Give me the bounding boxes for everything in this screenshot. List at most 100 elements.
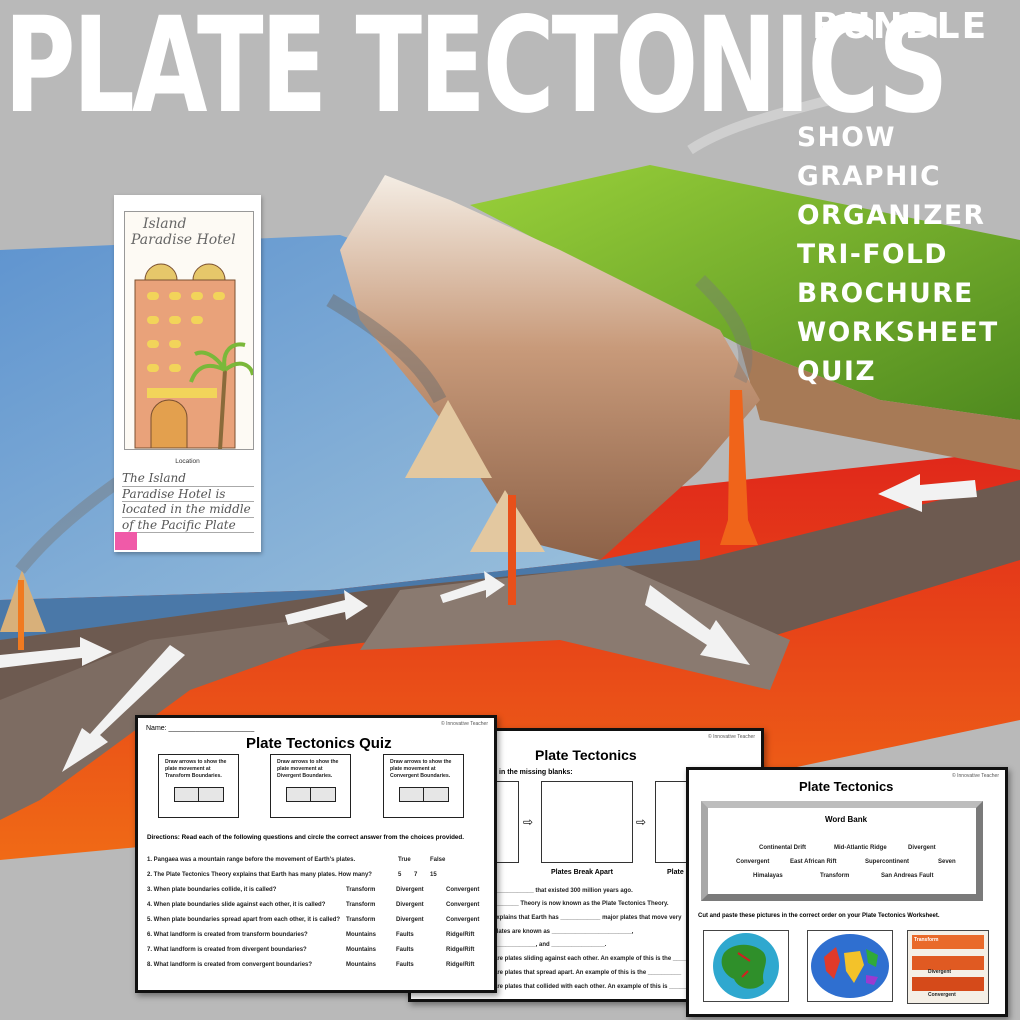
answer-option: Convergent — [446, 917, 480, 923]
word-bank-term: Convergent — [736, 859, 770, 865]
location-label: Location — [175, 458, 200, 465]
answer-option: Mountains — [346, 947, 376, 953]
layer-band — [912, 956, 984, 970]
answer-option: Faults — [396, 947, 414, 953]
layers-picture: Transform Divergent Convergent — [907, 930, 989, 1004]
word-bank-term: Transform — [820, 873, 850, 879]
handwritten-line: The Island — [122, 471, 254, 487]
answer-option: Ridge/Rift — [446, 947, 475, 953]
answer-option: Faults — [396, 962, 414, 968]
word-bank-term: San Andreas Fault — [881, 873, 934, 879]
quiz-question: 7. What landform is created from diverge… — [147, 947, 307, 953]
answer-option: Transform — [346, 887, 376, 893]
fill-line: _________________ that existed 300 milli… — [477, 888, 633, 894]
layer-label: Divergent — [928, 969, 952, 975]
answer-option: Ridge/Rift — [446, 932, 475, 938]
answer-option: False — [430, 857, 446, 863]
arrow-icon: ⇨ — [523, 815, 534, 829]
divergent-drawing-box: Draw arrows to show the plate movement a… — [270, 754, 351, 818]
box-directions: Draw arrows to show the plate movement a… — [390, 759, 452, 779]
fill-line: _ ___________ Theory is now known as the… — [477, 901, 669, 907]
fill-line: s are plates that spread apart. An examp… — [489, 970, 682, 976]
answer-option: Faults — [396, 932, 414, 938]
worksheet-title: Plate Tectonics — [799, 779, 894, 794]
answer-option: 15 — [430, 872, 437, 878]
brochure-panel: Island Paradise Hotel Location The Islan… — [114, 195, 261, 552]
quiz-question: 2. The Plate Tectonics Theory explains t… — [147, 872, 372, 878]
organizer-box — [541, 781, 633, 863]
word-bank: Word Bank Continental Drift Mid-Atlantic… — [701, 801, 983, 901]
layer-band — [912, 935, 984, 949]
globe-picture — [703, 930, 789, 1002]
fill-line: ______________, and ________________. — [489, 942, 607, 948]
answer-option: Mountains — [346, 962, 376, 968]
word-bank-term: East African Rift — [790, 859, 837, 865]
word-bank-title: Word Bank — [825, 815, 868, 824]
word-bank-term: Seven — [938, 859, 956, 865]
word-bank-term: Divergent — [908, 845, 936, 851]
box-directions: Draw arrows to show the plate movement a… — [165, 759, 227, 779]
answer-option: Convergent — [446, 887, 480, 893]
answer-option: Transform — [346, 902, 376, 908]
credit-text: © Innovative Teacher — [441, 721, 488, 727]
worksheet-instruction: Cut and paste these pictures in the corr… — [698, 913, 940, 919]
layer-band — [912, 977, 984, 991]
box-directions: Draw arrows to show the plate movement a… — [277, 759, 339, 779]
quiz-question: 8. What landform is created from converg… — [147, 962, 313, 968]
bundle-label: BUNDLE — [812, 6, 989, 47]
quiz-question: 5. When plate boundaries spread apart fr… — [147, 917, 341, 923]
name-label: Name: ______________________ — [146, 725, 255, 732]
layer-label: Convergent — [928, 992, 956, 998]
answer-option: Transform — [346, 917, 376, 923]
answer-option: Ridge/Rift — [446, 962, 475, 968]
quiz-question: 4. When plate boundaries slide against e… — [147, 902, 326, 908]
transform-drawing-box: Draw arrows to show the plate movement a… — [158, 754, 239, 818]
word-bank-term: Supercontinent — [865, 859, 910, 865]
answer-option: Divergent — [396, 887, 424, 893]
answer-option: 7 — [414, 872, 418, 878]
layer-label: Transform — [914, 937, 939, 943]
contents-item: GRAPHIC — [797, 161, 942, 192]
credit-text: © Innovative Teacher — [952, 773, 999, 779]
word-bank-term: Mid-Atlantic Ridge — [834, 845, 887, 851]
quiz-directions: Directions: Read each of the following q… — [147, 834, 465, 841]
cut-paste-worksheet: © Innovative Teacher Plate Tectonics Wor… — [686, 767, 1008, 1017]
plate-diagram — [399, 787, 449, 802]
contents-item: TRI-FOLD — [797, 239, 948, 270]
answer-option: Mountains — [346, 932, 376, 938]
handwritten-line: of the Pacific Plate — [122, 518, 254, 533]
quiz-title: Plate Tectonics Quiz — [246, 735, 392, 752]
caption-right: Plate — [667, 869, 684, 876]
answer-option: Divergent — [396, 917, 424, 923]
quiz-question: 1. Pangaea was a mountain range before t… — [147, 857, 356, 863]
caption-middle: Plates Break Apart — [551, 869, 613, 876]
answer-option: Convergent — [446, 902, 480, 908]
answer-option: 5 — [398, 872, 402, 878]
contents-item: WORKSHEET — [797, 317, 999, 348]
contents-item: BROCHURE — [797, 278, 974, 309]
contents-item: ORGANIZER — [797, 200, 986, 231]
fill-line: s are plates that collided with each oth… — [489, 984, 700, 990]
pangaea-globe-icon — [713, 933, 779, 999]
word-bank-term: Continental Drift — [759, 845, 806, 851]
quiz-question: 3. When plate boundaries collide, it is … — [147, 887, 277, 893]
handwritten-line: Paradise Hotel is — [122, 487, 254, 502]
quiz-question: 6. What landform is created from transfo… — [147, 932, 308, 938]
hotel-building-icon — [134, 263, 253, 449]
map-picture — [807, 930, 893, 1002]
hotel-drawing: Island Paradise Hotel — [124, 211, 254, 450]
hotel-title-line-2: Paradise Hotel — [131, 232, 236, 248]
contents-item: SHOW — [797, 122, 897, 153]
fill-line: plates are known as ____________________… — [493, 929, 634, 935]
convergent-drawing-box: Draw arrows to show the plate movement a… — [383, 754, 464, 818]
word-bank-term: Himalayas — [753, 873, 783, 879]
handwritten-text: The Island Paradise Hotel is located in … — [122, 471, 254, 533]
hotel-title-line-1: Island — [143, 216, 187, 232]
fill-line: explains that Earth has ____________ maj… — [493, 915, 682, 921]
plate-diagram — [286, 787, 336, 802]
plate-diagram — [174, 787, 224, 802]
fill-line: s are plates sliding against each other.… — [489, 956, 700, 962]
quiz-sheet: Name: ______________________ © Innovativ… — [135, 715, 497, 993]
answer-option: Divergent — [396, 902, 424, 908]
continents-globe-icon — [811, 934, 889, 998]
